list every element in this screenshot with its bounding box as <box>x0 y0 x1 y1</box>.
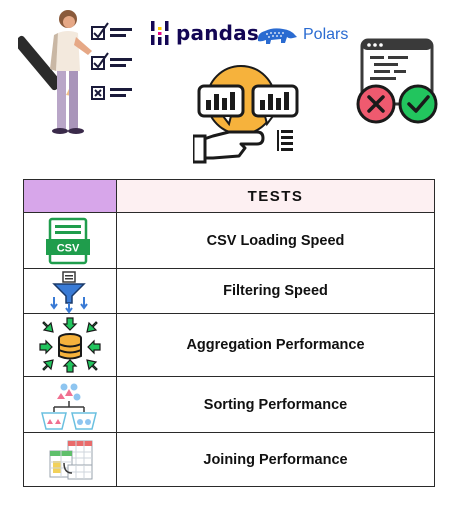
table-row: Filtering Speed <box>24 269 434 314</box>
hand-icon <box>191 130 265 164</box>
tests-table: TESTS CSV CSV Loading Speed <box>23 179 435 487</box>
icon-cell <box>24 269 117 314</box>
pandas-bars-icon <box>151 21 169 45</box>
icon-cell <box>24 377 117 432</box>
bar-chart-bubble-icon <box>197 84 245 127</box>
pandas-logo-text: pandas <box>176 21 259 45</box>
comparison-illustration <box>191 60 305 168</box>
icon-cell: CSV <box>24 213 117 268</box>
person-checklist-illustration <box>14 5 148 145</box>
test-label: Aggregation Performance <box>186 337 365 353</box>
table-row: Sorting Performance <box>24 377 434 433</box>
icon-cell <box>24 433 117 487</box>
database-aggregation-icon <box>39 317 101 373</box>
table-row: Aggregation Performance <box>24 314 434 377</box>
csv-file-icon: CSV <box>46 217 90 265</box>
table-row: CSV CSV Loading Speed <box>24 213 434 269</box>
polar-bear-icon <box>257 28 297 44</box>
csv-icon-text: CSV <box>57 243 80 255</box>
cross-icon <box>356 84 396 124</box>
test-label: CSV Loading Speed <box>206 232 345 249</box>
header-title-cell: TESTS <box>117 180 434 212</box>
joining-tables-icon <box>49 440 93 480</box>
test-label: Sorting Performance <box>203 396 348 413</box>
sorting-shapes-icon <box>41 383 97 430</box>
table-header-row: TESTS <box>24 180 434 213</box>
icon-cell <box>24 314 117 376</box>
check-icon <box>398 84 438 124</box>
table-row: Joining Performance <box>24 433 434 487</box>
test-label: Joining Performance <box>203 452 348 468</box>
pandas-logo: pandas <box>150 18 259 48</box>
bar-chart-bubble-icon <box>251 84 299 127</box>
filter-funnel-icon <box>50 271 88 314</box>
test-label: Filtering Speed <box>223 283 328 299</box>
polars-logo-text: Polars <box>303 26 349 43</box>
header-icon-cell <box>24 180 117 212</box>
list-lines-icon <box>277 130 293 151</box>
polars-logo: Polars <box>255 22 348 48</box>
checklist-icon <box>91 22 132 100</box>
code-test-result-illustration <box>352 38 442 128</box>
